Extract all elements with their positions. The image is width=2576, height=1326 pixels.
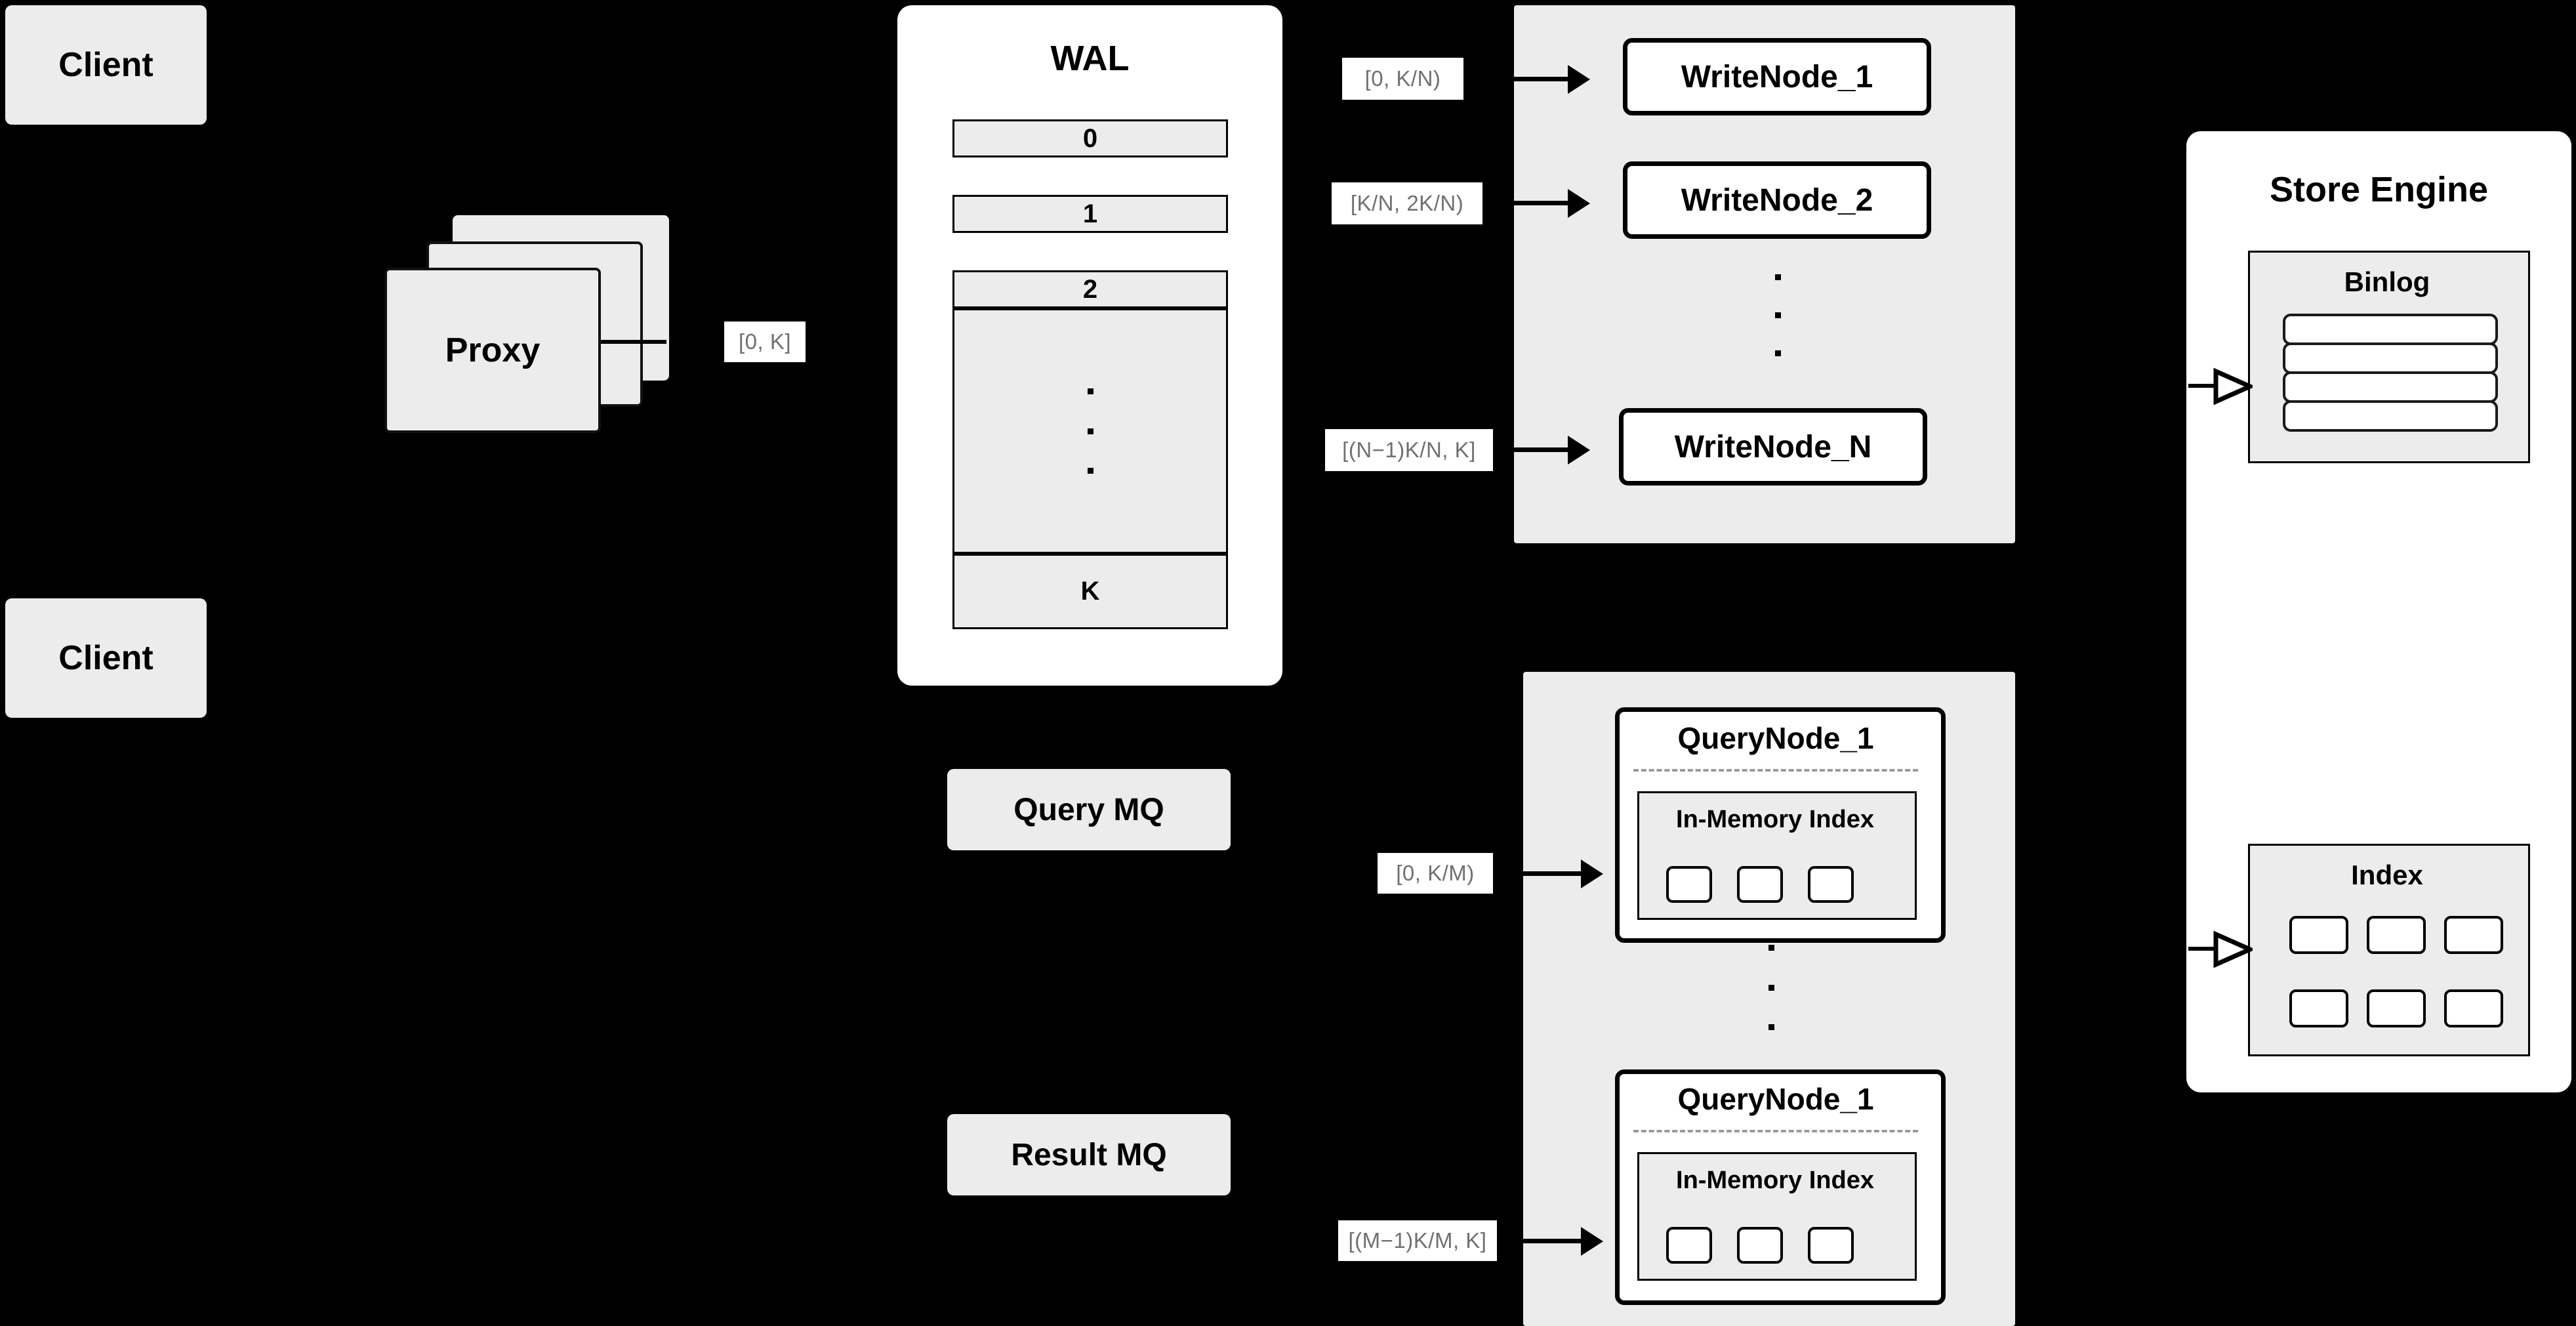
proxy-range-label: [0, K] — [724, 321, 806, 362]
write-node-n-label: WriteNode_N — [1674, 429, 1872, 465]
wal-title: WAL — [1050, 39, 1130, 78]
binlog-title: Binlog — [2344, 266, 2430, 297]
vertical-ellipsis-icon-wal — [1087, 388, 1094, 474]
query-node-m-connector — [1497, 1239, 1591, 1243]
query-node-1-index-chip-2 — [1737, 866, 1783, 903]
query-node-m-label: QueryNode_1 — [1677, 1082, 1874, 1116]
write-node-1[interactable]: WriteNode_1 — [1623, 38, 1931, 115]
write-node-n-range-text: [(N−1)K/N, K] — [1342, 438, 1476, 462]
index-chip-r2c3 — [2444, 989, 2503, 1027]
binlog-bar-1 — [2283, 314, 2498, 345]
write-node-2-connector — [1482, 201, 1578, 205]
client-label-2: Client — [58, 639, 153, 677]
query-mq-box[interactable]: Query MQ — [947, 769, 1231, 850]
wal-row-label-2: 2 — [1082, 274, 1098, 304]
binlog-bar-4 — [2283, 400, 2498, 432]
wal-row-label-k: K — [1080, 577, 1100, 606]
result-mq-label: Result MQ — [1011, 1137, 1167, 1172]
wal-row-0: 0 — [952, 119, 1228, 157]
query-node-1-range-label: [0, K/M) — [1378, 853, 1493, 894]
wal-row-2: 2 — [952, 270, 1228, 308]
query-node-m-inmemory-index-title: In-Memory Index — [1676, 1167, 1874, 1194]
open-arrow-icon-index — [2212, 929, 2256, 970]
write-node-n[interactable]: WriteNode_N — [1619, 408, 1927, 486]
write-node-1-label: WriteNode_1 — [1681, 59, 1873, 94]
write-node-1-range-label: [0, K/N) — [1342, 58, 1463, 100]
proxy-to-wal-line — [601, 340, 666, 344]
write-node-1-range-text: [0, K/N) — [1364, 66, 1441, 91]
index-chip-r2c1 — [2289, 989, 2348, 1027]
query-node-m-index-chip-1 — [1666, 1227, 1712, 1264]
client-box-2[interactable]: Client — [5, 598, 207, 718]
query-node-1-index-chip-3 — [1808, 866, 1854, 903]
vertical-ellipsis-icon-query — [1765, 945, 1778, 1030]
write-node-1-connector — [1463, 77, 1578, 81]
query-node-m-separator — [1633, 1130, 1918, 1132]
query-node-1-connector — [1493, 871, 1591, 876]
open-arrow-icon-binlog — [2212, 366, 2256, 407]
index-chip-r2c2 — [2367, 989, 2426, 1027]
query-node-1-index-chip-1 — [1666, 866, 1712, 903]
query-node-m-range-label: [(M−1)K/M, K] — [1338, 1220, 1497, 1261]
index-chip-r1c1 — [2289, 916, 2348, 954]
proxy-box[interactable]: Proxy — [384, 268, 601, 433]
wal-row-label-0: 0 — [1082, 123, 1098, 153]
query-node-m-range-text: [(M−1)K/M, K] — [1348, 1228, 1487, 1253]
index-inbound-line — [2188, 947, 2229, 951]
client-label-1: Client — [58, 46, 153, 84]
query-node-1-inmemory-index-title: In-Memory Index — [1676, 806, 1874, 833]
store-engine-title: Store Engine — [2269, 170, 2489, 209]
result-mq-box[interactable]: Result MQ — [947, 1114, 1231, 1195]
index-chip-r1c3 — [2444, 916, 2503, 954]
index-title: Index — [2351, 860, 2423, 890]
open-arrow-svg-binlog — [2213, 367, 2256, 405]
proxy-range-text: [0, K] — [738, 329, 792, 354]
wal-row-1: 1 — [952, 195, 1228, 233]
client-box-1[interactable]: Client — [5, 5, 207, 125]
write-node-2-range-label: [K/N, 2K/N) — [1332, 182, 1482, 224]
query-mq-label: Query MQ — [1013, 792, 1164, 827]
proxy-label: Proxy — [445, 331, 541, 369]
write-node-2-label: WriteNode_2 — [1681, 182, 1873, 218]
binlog-bar-2 — [2283, 342, 2498, 374]
query-node-1-separator — [1633, 769, 1918, 772]
binlog-inbound-line — [2188, 384, 2229, 388]
solid-arrow-icon-query-1 — [1581, 860, 1603, 888]
solid-arrow-icon-query-m — [1581, 1227, 1603, 1256]
open-arrow-svg-index — [2213, 930, 2256, 968]
wal-row-k: K — [952, 554, 1228, 629]
query-node-1-label: QueryNode_1 — [1677, 721, 1874, 755]
write-node-n-connector — [1493, 447, 1578, 452]
write-node-n-range-label: [(N−1)K/N, K] — [1325, 429, 1493, 471]
query-node-m-index-chip-3 — [1808, 1227, 1854, 1264]
wal-row-ellipsis — [952, 308, 1228, 554]
wal-row-label-1: 1 — [1082, 199, 1098, 228]
solid-arrow-icon-write-2 — [1568, 189, 1590, 218]
vertical-ellipsis-icon-write — [1771, 274, 1784, 356]
solid-arrow-icon-write-n — [1568, 436, 1590, 465]
write-node-2[interactable]: WriteNode_2 — [1623, 161, 1931, 239]
binlog-bar-3 — [2283, 371, 2498, 403]
query-node-1-range-text: [0, K/M) — [1396, 861, 1475, 885]
solid-arrow-icon-write-1 — [1568, 65, 1590, 94]
query-node-m-index-chip-2 — [1737, 1227, 1783, 1264]
index-chip-r1c2 — [2367, 916, 2426, 954]
write-node-2-range-text: [K/N, 2K/N) — [1350, 191, 1464, 215]
